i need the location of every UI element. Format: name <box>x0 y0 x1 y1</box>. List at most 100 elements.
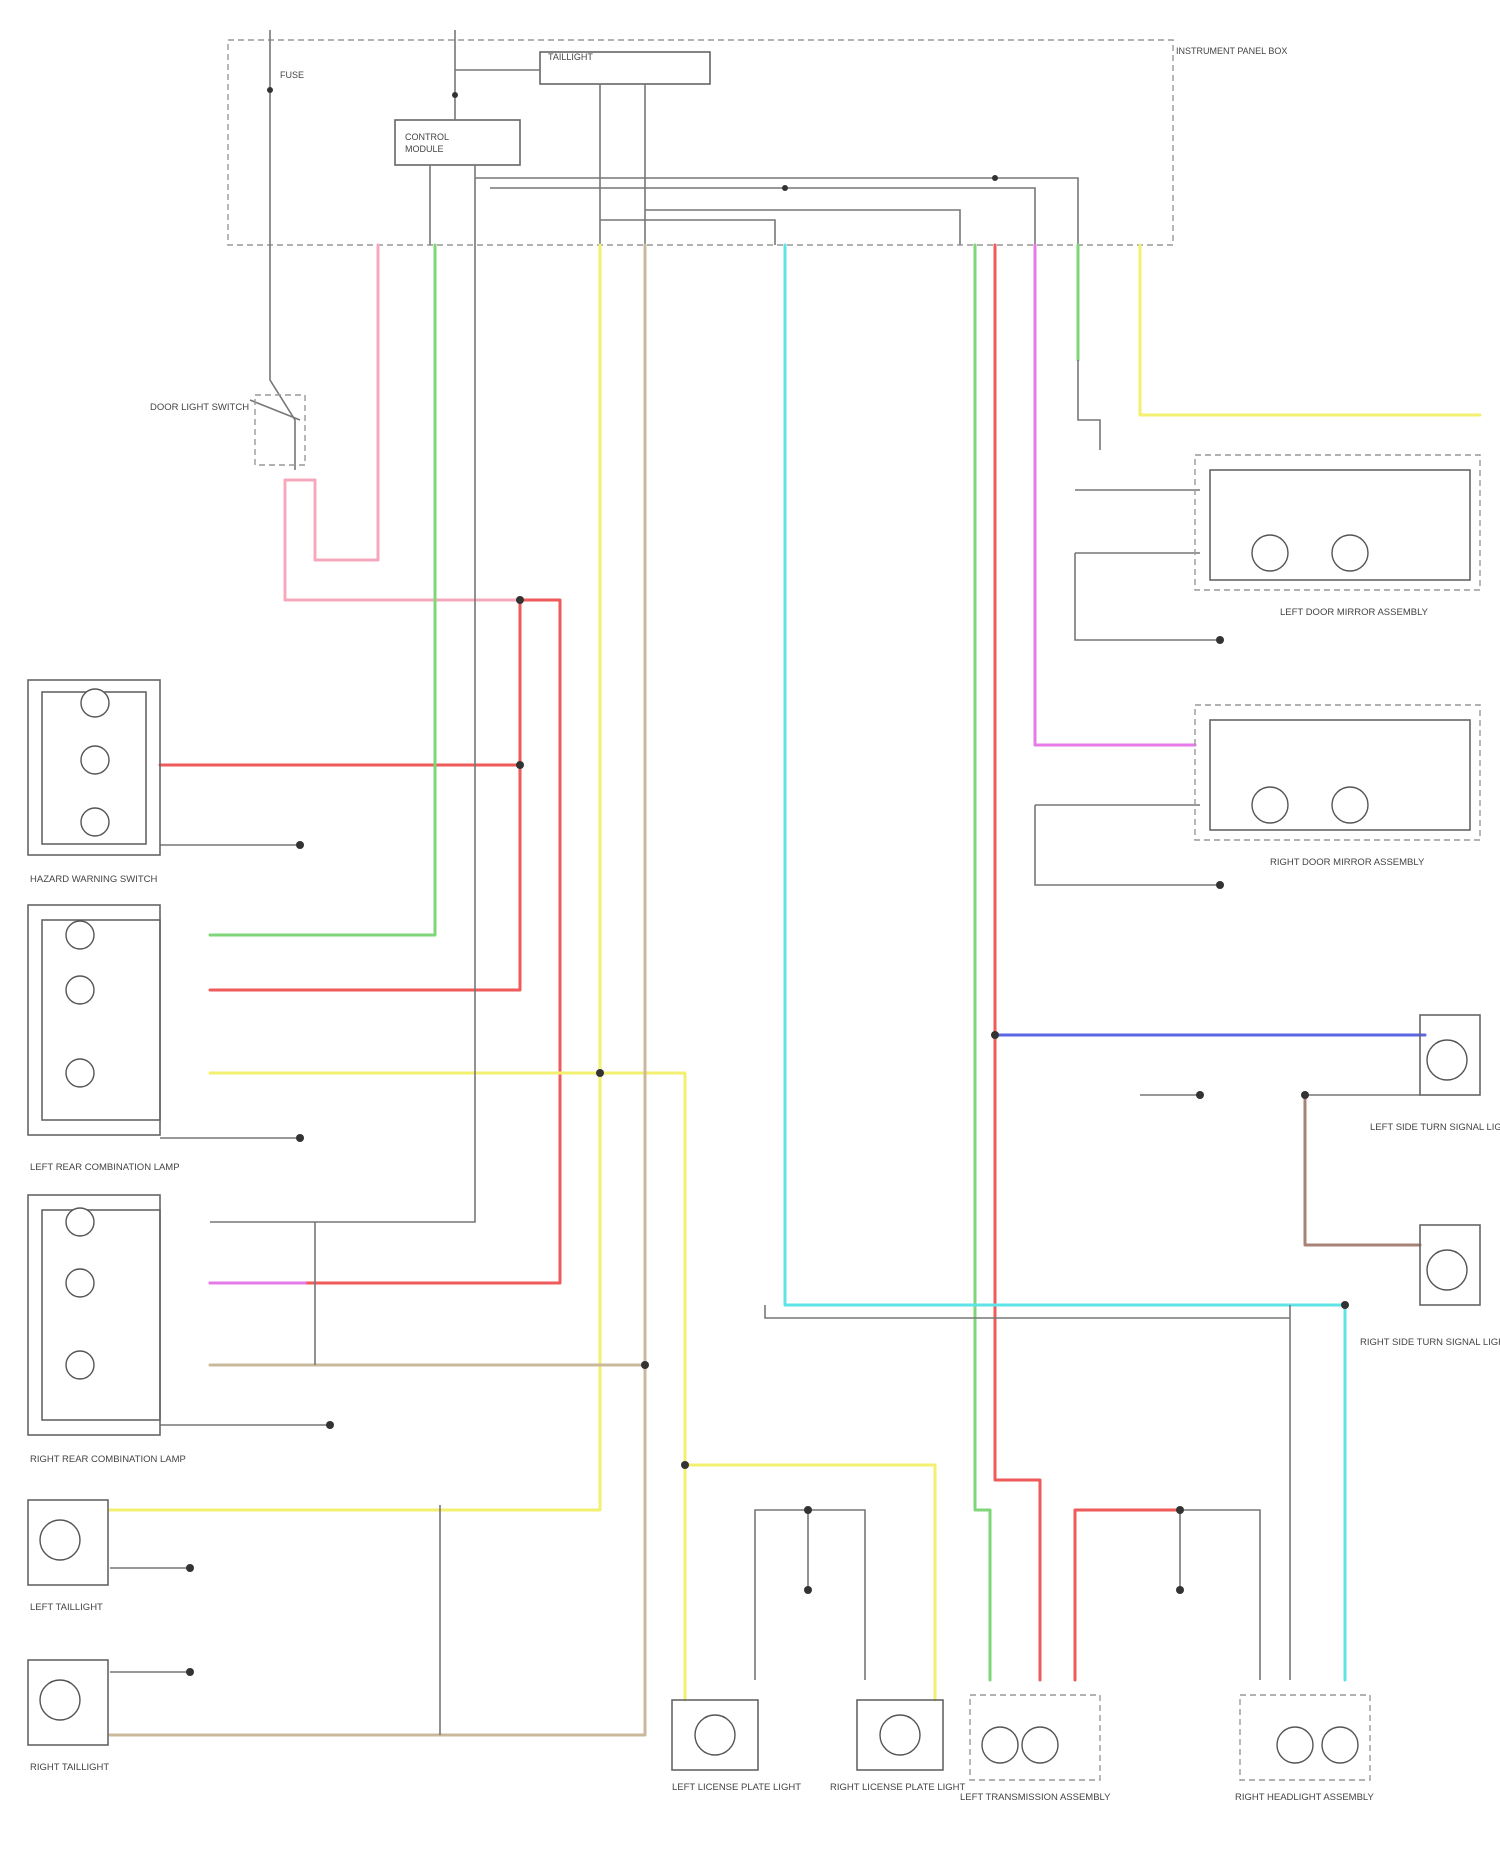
component-label: LEFT LICENSE PLATE LIGHT <box>672 1782 801 1793</box>
ground-point <box>1216 636 1224 644</box>
wire-magenta <box>1035 245 1195 745</box>
wires <box>110 245 1480 1735</box>
wire-pink <box>285 245 520 600</box>
component-inner <box>42 1210 160 1420</box>
control-module: TAILLIGHT CONTROL MODULE FUSE INSTRUMENT… <box>228 30 1287 245</box>
splice <box>991 1031 999 1039</box>
wire-gray <box>1075 490 1220 640</box>
splice <box>641 1361 649 1369</box>
panel-box-label: INSTRUMENT PANEL BOX <box>1176 46 1287 56</box>
ground-point <box>804 1586 812 1594</box>
component-label: RIGHT DOOR MIRROR ASSEMBLY <box>1270 857 1425 868</box>
component-inner <box>42 920 160 1120</box>
wire-gray <box>110 1568 190 1672</box>
switch-arm <box>250 400 300 420</box>
lamp-icon <box>695 1715 735 1755</box>
lamp-icon <box>66 1208 94 1236</box>
ground-point <box>1216 881 1224 889</box>
splice <box>782 185 788 191</box>
wire-green <box>210 245 435 935</box>
left-license-plate-light: LEFT LICENSE PLATE LIGHT <box>672 1700 801 1793</box>
lamp-icon <box>1427 1250 1467 1290</box>
wire-gray <box>1078 360 1100 450</box>
right-taillight: RIGHT TAILLIGHT <box>28 1660 109 1773</box>
right-door-mirror-assembly: RIGHT DOOR MIRROR ASSEMBLY <box>1195 705 1480 868</box>
ground-point <box>296 841 304 849</box>
ground-point <box>296 1134 304 1142</box>
lamp-icon <box>1332 535 1368 571</box>
wire-gray <box>755 1510 865 1680</box>
lamp-icon <box>66 1269 94 1297</box>
lamp-icon <box>66 1059 94 1087</box>
module-outline <box>228 40 1173 245</box>
lamp-icon <box>982 1727 1018 1763</box>
left-side-turn-signal-light: LEFT SIDE TURN SIGNAL LIGHT <box>1370 1015 1500 1133</box>
lamp-icon <box>66 1351 94 1379</box>
fuse-label: FUSE <box>280 70 304 80</box>
internal-line <box>490 188 1035 245</box>
component-label: RIGHT REAR COMBINATION LAMP <box>30 1454 186 1465</box>
component-label: LEFT SIDE TURN SIGNAL LIGHT <box>1370 1122 1500 1133</box>
left-rear-combination-lamp: LEFT REAR COMBINATION LAMP <box>28 905 180 1173</box>
component-label: RIGHT LICENSE PLATE LIGHT <box>830 1782 966 1793</box>
wire-red <box>1075 1510 1180 1680</box>
left-taillight: LEFT TAILLIGHT <box>28 1500 108 1613</box>
lamp-icon <box>40 1520 80 1560</box>
module-label-1: TAILLIGHT <box>548 52 593 62</box>
splice <box>1176 1506 1184 1514</box>
splice <box>681 1461 689 1469</box>
component-frame <box>1195 455 1480 590</box>
component-label: LEFT TRANSMISSION ASSEMBLY <box>960 1792 1111 1803</box>
wire-red <box>995 245 1040 1680</box>
lamp-icon <box>66 921 94 949</box>
lamp-icon <box>1427 1040 1467 1080</box>
lamp-icon <box>1022 1727 1058 1763</box>
wire-yellow <box>110 245 600 1510</box>
splice <box>992 175 998 181</box>
splice <box>1301 1091 1309 1099</box>
splice <box>267 87 273 93</box>
splice <box>516 596 524 604</box>
right-headlight-assembly: RIGHT HEADLIGHT ASSEMBLY <box>1235 1695 1375 1803</box>
lamp-icon <box>66 976 94 1004</box>
component-label: LEFT TAILLIGHT <box>30 1602 103 1613</box>
component-label: DOOR LIGHT SWITCH <box>150 402 249 413</box>
ground-point <box>186 1564 194 1572</box>
splice <box>596 1069 604 1077</box>
splice <box>1341 1301 1349 1309</box>
module-label-2: CONTROL <box>405 132 449 142</box>
door-light-switch: DOOR LIGHT SWITCH <box>150 395 305 465</box>
wire-yellow <box>685 1465 935 1700</box>
splice <box>804 1506 812 1514</box>
splice <box>516 761 524 769</box>
lamp-icon <box>1252 535 1288 571</box>
wire-red <box>210 600 560 1283</box>
lamp-icon <box>1277 1727 1313 1763</box>
wire-gray <box>1035 805 1220 885</box>
wire-yellow <box>210 1073 685 1700</box>
wire-gray <box>270 245 295 470</box>
left-transmission-assembly: LEFT TRANSMISSION ASSEMBLY <box>960 1695 1111 1803</box>
right-side-turn-signal-light: RIGHT SIDE TURN SIGNAL LIGHT <box>1360 1225 1500 1348</box>
component-label: HAZARD WARNING SWITCH <box>30 874 158 885</box>
left-door-mirror-assembly: LEFT DOOR MIRROR ASSEMBLY <box>1195 455 1480 618</box>
module-label-3: MODULE <box>405 144 444 154</box>
wire-yellow <box>1140 245 1480 415</box>
internal-line <box>645 210 960 245</box>
splice <box>452 92 458 98</box>
lamp-icon <box>40 1680 80 1720</box>
lamp-icon <box>1332 787 1368 823</box>
component-label: RIGHT HEADLIGHT ASSEMBLY <box>1235 1792 1375 1803</box>
component-frame <box>28 905 160 1135</box>
wire-red <box>210 600 520 990</box>
component-label: LEFT DOOR MIRROR ASSEMBLY <box>1280 607 1429 618</box>
internal-line <box>600 220 775 245</box>
wire-brown <box>1305 1095 1420 1245</box>
wire-green <box>975 245 990 1680</box>
component-label: RIGHT SIDE TURN SIGNAL LIGHT <box>1360 1337 1500 1348</box>
lamp-icon <box>81 746 109 774</box>
lamp-icon <box>880 1715 920 1755</box>
component-label: RIGHT TAILLIGHT <box>30 1762 109 1773</box>
lamp-icon <box>81 808 109 836</box>
